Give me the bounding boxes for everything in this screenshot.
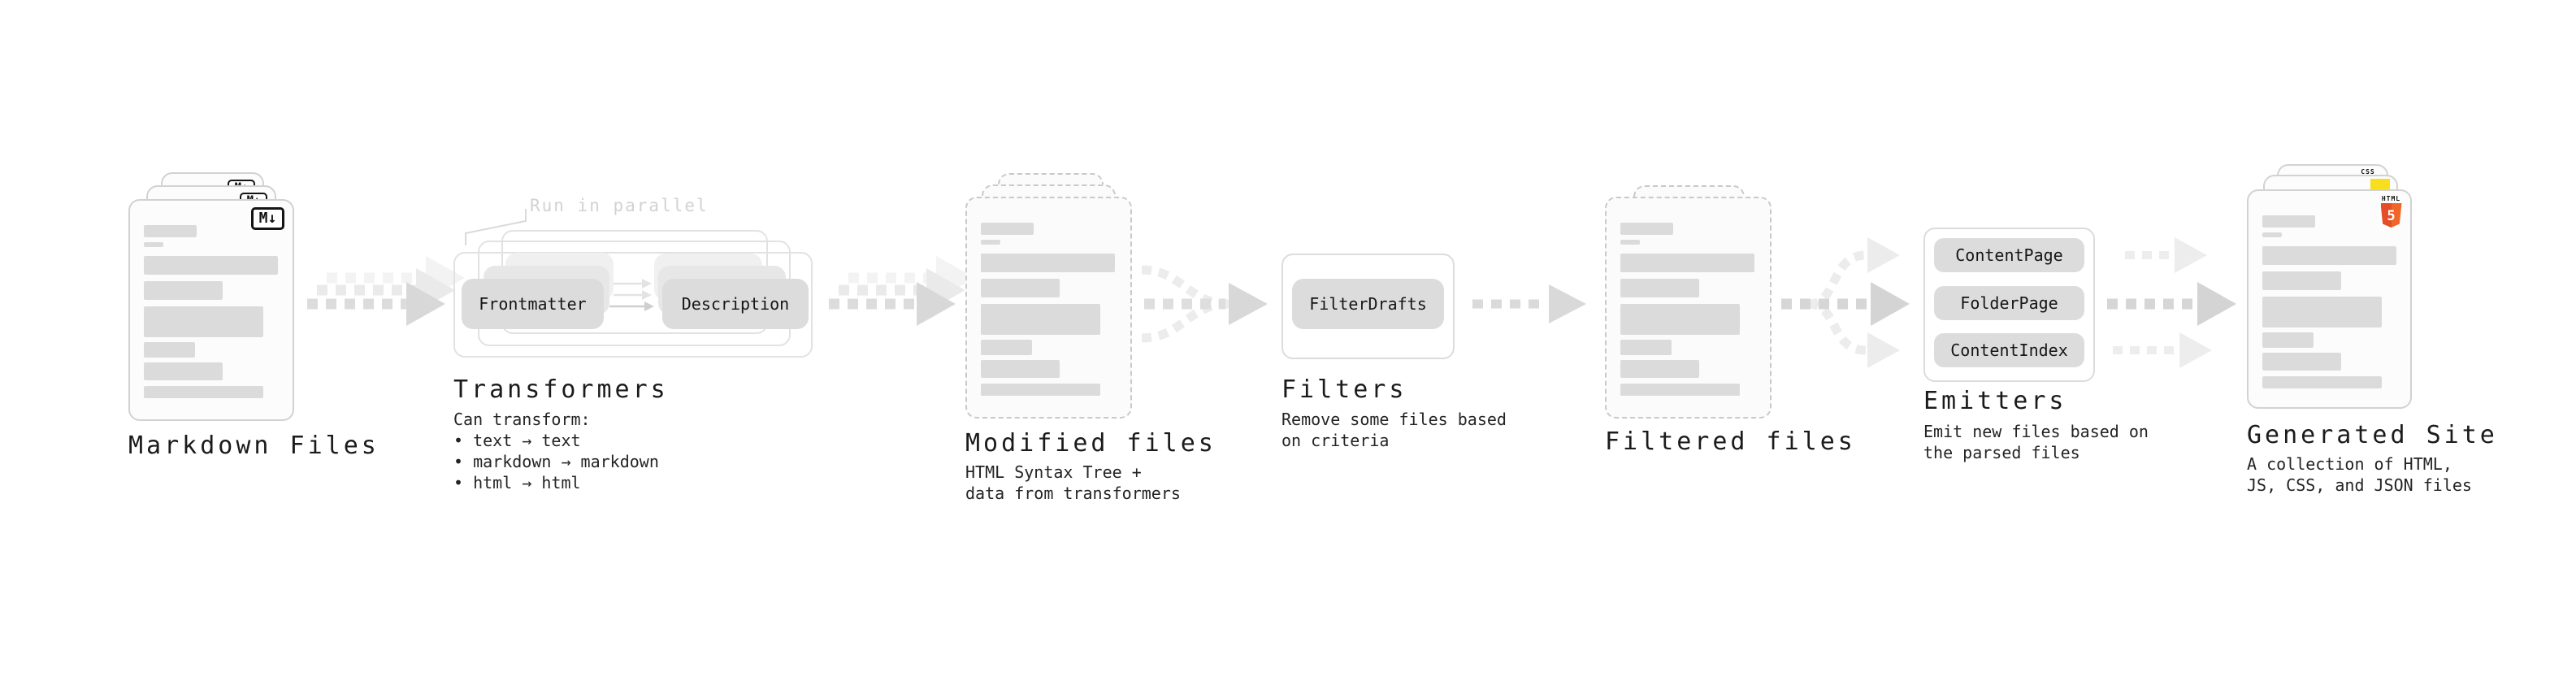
html5-icon: HTML 5 <box>2380 195 2402 228</box>
skeleton-line <box>981 360 1060 378</box>
skeleton-line <box>2262 215 2315 228</box>
skeleton-line <box>1620 360 1699 378</box>
skeleton-line <box>2262 246 2396 265</box>
arrow-modified-to-filters <box>1141 265 1268 343</box>
skeleton-line <box>144 306 263 337</box>
skeleton-line <box>144 242 163 247</box>
skeleton-line <box>981 384 1100 396</box>
run-in-parallel-leader-line <box>465 209 527 245</box>
generated-site-label: Generated Site <box>2247 421 2498 449</box>
filtered-files-label: Filtered files <box>1605 427 1856 456</box>
markdown-file-card-front: M↓ <box>128 199 294 421</box>
modified-files-label: Modified files <box>965 429 1216 458</box>
arrow-filtered-to-emitters <box>1781 237 1910 368</box>
arrow-markdown-to-transformers <box>307 256 465 326</box>
markdown-files-label: Markdown Files <box>128 432 379 460</box>
skeleton-line <box>2262 353 2341 371</box>
generated-site-description: A collection of HTML, JS, CSS, and JSON … <box>2247 454 2472 495</box>
skeleton-line <box>981 279 1060 297</box>
skeleton-line <box>144 225 197 237</box>
emitters-label: Emitters <box>1923 387 2067 415</box>
skeleton-line <box>2262 332 2314 348</box>
arrow-transformers-to-modified <box>829 256 975 326</box>
skeleton-line <box>144 362 223 380</box>
modified-file-card-front <box>965 197 1132 419</box>
skeleton-line <box>1620 254 1754 272</box>
skeleton-line <box>981 340 1032 355</box>
skeleton-line <box>144 281 223 300</box>
transformers-label: Transformers <box>453 375 669 404</box>
filtered-file-card-front <box>1605 197 1772 419</box>
arrow-frontmatter-to-description <box>609 279 654 311</box>
transformers-description: Can transform: • text → text • markdown … <box>453 410 659 492</box>
generated-file-card-html: HTML 5 <box>2247 189 2412 409</box>
skeleton-line <box>2262 232 2282 237</box>
emitters-description: Emit new files based on the parsed files <box>1923 422 2149 462</box>
skeleton-line <box>981 254 1115 272</box>
skeleton-line <box>2262 297 2382 327</box>
skeleton-line <box>144 342 195 358</box>
transformer-box-front <box>453 252 813 358</box>
skeleton-line <box>2262 376 2382 388</box>
js-icon <box>2370 179 2390 192</box>
filters-label: Filters <box>1281 375 1407 404</box>
folderpage-pill: FolderPage <box>1934 286 2084 320</box>
skeleton-line <box>981 223 1034 235</box>
run-in-parallel-annotation: Run in parallel <box>530 196 709 215</box>
skeleton-line <box>144 256 278 275</box>
skeleton-line <box>1620 279 1699 297</box>
arrow-filters-to-filtered <box>1472 284 1586 323</box>
frontmatter-pill: Frontmatter <box>462 279 604 329</box>
skeleton-line <box>1620 304 1740 335</box>
skeleton-line <box>1620 340 1672 355</box>
skeleton-line <box>1620 223 1673 235</box>
skeleton-line <box>1620 240 1640 245</box>
modified-files-description: HTML Syntax Tree + data from transformer… <box>965 462 1181 503</box>
skeleton-line <box>144 386 263 398</box>
markdown-icon: M↓ <box>251 207 284 230</box>
skeleton-line <box>2262 271 2341 290</box>
arrow-emitters-to-generated <box>2107 237 2236 368</box>
description-pill: Description <box>662 279 809 329</box>
filters-description: Remove some files based on criteria <box>1281 410 1507 450</box>
contentindex-pill: ContentIndex <box>1934 333 2084 367</box>
filterdrafts-pill: FilterDrafts <box>1292 279 1444 329</box>
skeleton-line <box>1620 384 1740 396</box>
contentpage-pill: ContentPage <box>1934 238 2084 272</box>
skeleton-line <box>981 304 1100 335</box>
skeleton-line <box>981 240 1000 245</box>
